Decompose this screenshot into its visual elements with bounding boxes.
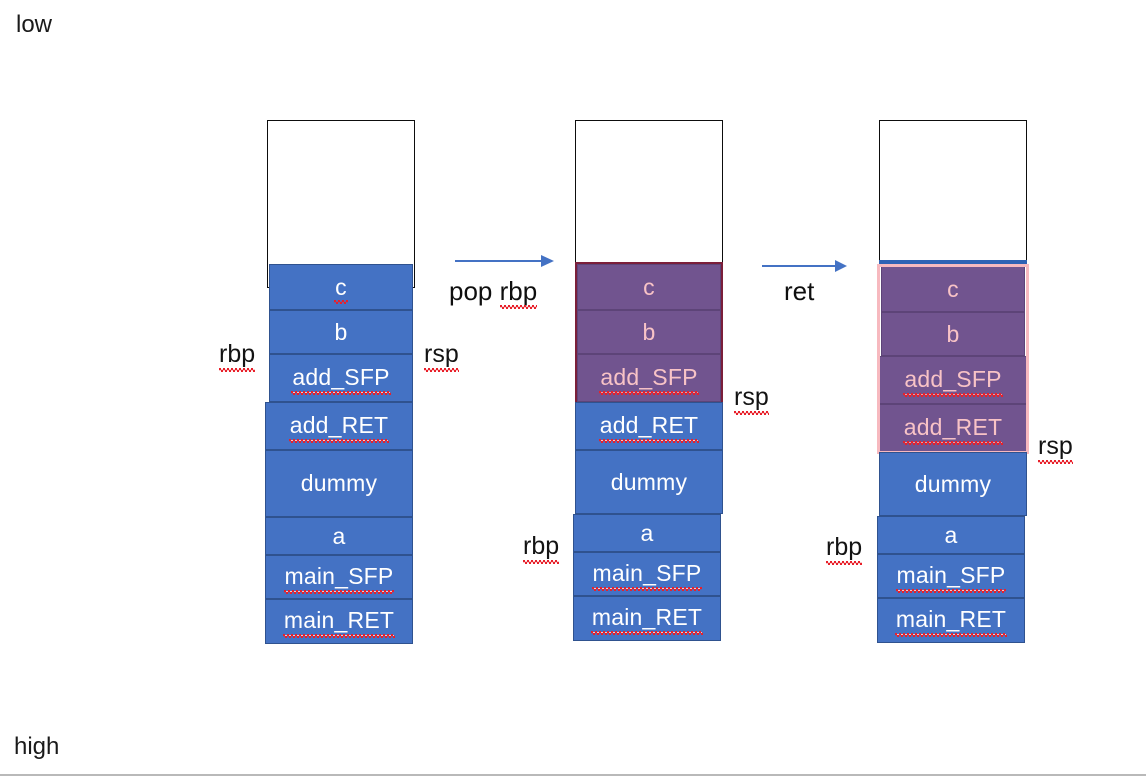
- stack-after-ret-rbp-label: rbp: [826, 533, 863, 565]
- stack-after-pop-rbp-frame: [575, 120, 723, 288]
- bottom-divider: [0, 774, 1146, 776]
- stack-after-ret-frame: [879, 120, 1027, 262]
- register-text: rsp: [1038, 432, 1073, 464]
- cell-label: c: [947, 275, 959, 302]
- transition-label-ret: ret: [784, 276, 815, 306]
- register-text: rsp: [734, 383, 769, 415]
- stack-after-ret-cell-main-sfp: main_SFP: [877, 554, 1025, 598]
- cell-label: add_RET: [288, 412, 389, 443]
- register-text: rbp: [219, 340, 256, 372]
- stack-after-pop-rbp-cell-a: a: [573, 514, 721, 552]
- stack-before-rsp-label: rsp: [424, 340, 459, 372]
- cell-label: add_SFP: [903, 366, 1003, 397]
- stack-after-ret-cell-b: b: [881, 312, 1025, 356]
- stack-after-pop-rbp-cell-dummy: dummy: [575, 450, 723, 514]
- cell-label: b: [334, 318, 348, 345]
- transition-label-rbp: rbp: [499, 276, 538, 309]
- arrow-right-icon: [455, 255, 554, 267]
- cell-label: a: [332, 522, 346, 549]
- stack-after-ret-top-rule: [879, 260, 1027, 265]
- cell-label: add_SFP: [599, 364, 699, 395]
- stack-before-frame: [267, 120, 415, 288]
- cell-label: c: [334, 273, 348, 304]
- cell-label: add_RET: [598, 412, 699, 443]
- stack-after-pop-rbp-cell-main-sfp: main_SFP: [573, 552, 721, 596]
- cell-label: dummy: [610, 468, 688, 495]
- low-address-label: low: [16, 11, 53, 38]
- cell-label: main_SFP: [591, 560, 703, 591]
- register-text: rsp: [424, 340, 459, 372]
- stack-before-cell-add-sfp: add_SFP: [269, 354, 413, 402]
- arrow-right-icon: [762, 260, 847, 272]
- stack-before-cell-main-ret: main_RET: [265, 599, 413, 644]
- cell-label: b: [946, 320, 960, 347]
- transition-arrow-1: [455, 250, 555, 272]
- stack-after-ret-cell-add-ret: add_RET: [879, 404, 1027, 452]
- cell-label: add_SFP: [291, 364, 391, 395]
- cell-label: b: [642, 318, 656, 345]
- cell-label: dummy: [914, 470, 992, 497]
- register-text: rbp: [523, 532, 560, 564]
- stack-after-pop-rbp-cell-add-ret: add_RET: [575, 402, 723, 450]
- stack-after-pop-rbp-cell-c: c: [577, 264, 721, 310]
- cell-label: a: [640, 519, 654, 546]
- stack-before-cell-c: c: [269, 264, 413, 310]
- stack-after-ret-cell-a: a: [877, 516, 1025, 554]
- cell-label: main_SFP: [283, 563, 395, 594]
- stack-before-cell-dummy: dummy: [265, 450, 413, 517]
- stack-after-pop-rbp-rbp-label: rbp: [523, 532, 560, 564]
- stack-before-rbp-label: rbp: [219, 340, 256, 372]
- stack-before-cell-a: a: [265, 517, 413, 555]
- stack-after-ret-cell-add-sfp: add_SFP: [879, 356, 1027, 404]
- transition-arrow-2: [762, 255, 848, 277]
- transition-label-pop: pop: [449, 276, 500, 306]
- stack-before-cell-add-ret: add_RET: [265, 402, 413, 450]
- cell-label: a: [944, 521, 958, 548]
- register-text: rbp: [826, 533, 863, 565]
- cell-label: dummy: [300, 470, 378, 496]
- stack-after-ret-cell-dummy: dummy: [879, 452, 1027, 516]
- stack-before-cell-b: b: [269, 310, 413, 354]
- stack-after-pop-rbp-cell-add-sfp: add_SFP: [577, 354, 721, 402]
- high-address-label: high: [14, 733, 60, 760]
- stack-after-ret-cell-main-ret: main_RET: [877, 598, 1025, 643]
- stack-after-pop-rbp-cell-b: b: [577, 310, 721, 354]
- stack-after-ret-cell-c: c: [881, 266, 1025, 312]
- stack-before-cell-main-sfp: main_SFP: [265, 555, 413, 599]
- stack-after-ret-rsp-label: rsp: [1038, 432, 1073, 464]
- stack-after-pop-rbp-rsp-label: rsp: [734, 383, 769, 415]
- transition-caption-1: pop rbp: [449, 276, 538, 309]
- transition-caption-2: ret: [784, 278, 814, 304]
- cell-label: c: [643, 273, 655, 300]
- cell-label: main_RET: [282, 607, 396, 638]
- cell-label: main_RET: [590, 604, 704, 635]
- stack-after-pop-rbp-cell-main-ret: main_RET: [573, 596, 721, 641]
- cell-label: main_SFP: [895, 562, 1007, 593]
- cell-label: add_RET: [902, 414, 1003, 445]
- cell-label: main_RET: [894, 606, 1008, 637]
